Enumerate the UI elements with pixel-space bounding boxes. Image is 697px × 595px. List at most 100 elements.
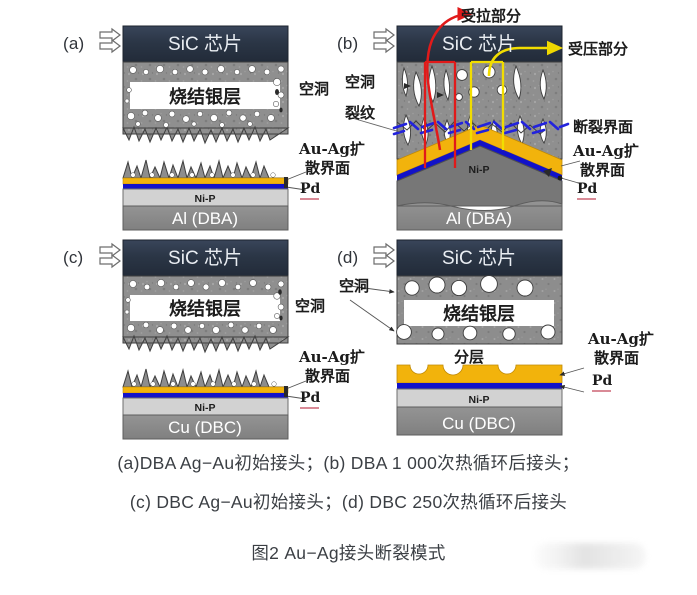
sinter-label-band-a — [130, 82, 280, 109]
nip-label-b: Ni-P — [469, 164, 490, 176]
label-pd-b: Pd — [577, 181, 598, 197]
label-fracture-interface-b: 断裂界面 — [573, 118, 634, 136]
sinter-label-band-d — [404, 300, 554, 326]
label-pd-a: Pd — [300, 181, 321, 197]
panel-letter-c: (c) — [63, 248, 84, 267]
label-delamination-d: 分层 — [454, 348, 485, 366]
sic-chip-label-d: SiC 芯片 — [442, 247, 516, 269]
load-arrow-icon-c — [99, 242, 121, 269]
leader-void-d1 — [349, 285, 395, 294]
label-void-a: 空洞 — [299, 80, 330, 98]
substrate-label-a: Al (DBA) — [172, 209, 238, 228]
label-compression-b: 受压部分 — [568, 40, 629, 58]
sinter-label-d: 烧结银层 — [443, 303, 515, 325]
substrate-b — [396, 200, 563, 231]
leader-auag-d — [559, 367, 585, 376]
tension-box-b — [423, 60, 457, 168]
sinter-rough-edge-a — [122, 125, 290, 145]
compression-arrow-b — [487, 40, 564, 77]
ag-dendrites-a — [122, 159, 288, 180]
ag-dendrites-c — [122, 368, 288, 389]
sic-chip-label-a: SiC 芯片 — [168, 33, 242, 55]
panel-letter-d: (d) — [337, 248, 359, 267]
leader-pd-b — [560, 177, 583, 185]
panel-d-artwork: SiC 芯片 烧结银层 Ni-P Cu (DBC) — [349, 239, 585, 436]
substrate-label-b: Al (DBA) — [446, 209, 512, 228]
leader-pd-a — [285, 186, 307, 191]
load-arrow-icon-a — [99, 27, 121, 54]
sic-chip-c — [122, 239, 289, 277]
dark-speck-c — [278, 289, 283, 321]
label-auag-b-line1: Au-Ag扩 — [573, 142, 639, 160]
label-tension-b: 受拉部分 — [461, 7, 522, 25]
label-auag-c-line2: 散界面 — [305, 367, 351, 385]
sic-chip-a — [122, 25, 289, 63]
substrate-d — [396, 406, 563, 436]
panel-letter-a: (a) — [63, 34, 85, 53]
voids-metal-a — [130, 172, 276, 178]
leader-void-d2 — [349, 299, 395, 332]
gold-layer-d — [396, 364, 563, 384]
leader-pd-c — [285, 395, 307, 400]
label-auag-c-line1: Au-Ag扩 — [299, 348, 365, 366]
figure-title: 图2 Au−Ag接头断裂模式 — [251, 543, 446, 563]
panel-letter-b: (b) — [337, 34, 359, 53]
substrate-a — [122, 205, 289, 231]
gold-tip-b — [543, 168, 552, 177]
pd-underline-b — [577, 198, 596, 200]
label-auag-b-line2: 散界面 — [580, 161, 626, 179]
substrate-c — [122, 414, 289, 440]
sic-chip-label-b: SiC 芯片 — [442, 33, 516, 55]
sinter-label-c: 烧结银层 — [169, 298, 241, 320]
leader-crack-b — [351, 117, 401, 133]
gold-layer-c — [122, 386, 289, 394]
voids-d — [396, 275, 556, 341]
caption-line-1: (a)DBA Ag−Au初始接头；(b) DBA 1 000次热循环后接头； — [117, 453, 580, 473]
substrate-label-c: Cu (DBC) — [168, 418, 242, 437]
label-auag-d-line1: Au-Ag扩 — [588, 330, 654, 348]
gold-layer-a — [122, 177, 289, 185]
caption-line-2: (c) DBC Ag−Au初始接头；(d) DBC 250次热循环后接头 — [129, 492, 568, 512]
label-void-d: 空洞 — [339, 277, 370, 295]
panel-c-artwork: SiC 芯片 烧结银层 Ni-P Cu (DBC) — [99, 239, 307, 440]
panel-b-artwork: SiC 芯片 Ni-P Al (DBA) — [351, 7, 583, 231]
pd-layer-a — [123, 184, 288, 189]
dark-specks-b — [404, 83, 444, 98]
leader-pd-d — [559, 384, 585, 393]
nip-label-a: Ni-P — [195, 193, 216, 205]
substrate-label-d: Cu (DBC) — [442, 414, 516, 433]
compression-box-b — [469, 60, 505, 150]
pd-underline-d — [592, 390, 611, 392]
load-arrow-icon-d — [373, 242, 395, 269]
nip-label-c: Ni-P — [195, 402, 216, 414]
tension-arrow-b — [426, 7, 473, 151]
sinter-label-a: 烧结银层 — [169, 86, 241, 108]
label-pd-d: Pd — [592, 373, 613, 389]
voids-c — [124, 279, 285, 334]
voids-a — [124, 65, 285, 128]
dark-speck-a — [275, 89, 283, 113]
pd-layer-c — [123, 393, 288, 398]
panel-a-artwork: SiC 芯片 烧结银层 Ni-P Al (DBA) — [99, 25, 307, 231]
leader-auag-b — [560, 160, 581, 167]
pd-layer-d — [397, 383, 562, 389]
sic-chip-b — [396, 25, 563, 63]
label-auag-d-line2: 散界面 — [594, 349, 640, 367]
label-auag-a-line1: Au-Ag扩 — [299, 140, 365, 158]
leader-auag-c — [285, 380, 307, 390]
label-void-b: 空洞 — [345, 73, 376, 91]
voids-metal-c — [131, 381, 277, 387]
sinter-label-band-c — [130, 295, 280, 321]
nip-label-d: Ni-P — [469, 394, 490, 406]
pd-underline-c — [300, 407, 319, 409]
pd-underline-a — [300, 198, 319, 200]
sinter-rough-edge-c — [122, 334, 290, 354]
load-arrow-icon-b — [373, 27, 395, 54]
leader-auag-a — [285, 171, 307, 181]
label-crack-b: 裂纹 — [345, 104, 376, 122]
label-void-c: 空洞 — [295, 297, 326, 315]
watermark-blur — [534, 543, 646, 569]
label-pd-c: Pd — [300, 390, 321, 406]
